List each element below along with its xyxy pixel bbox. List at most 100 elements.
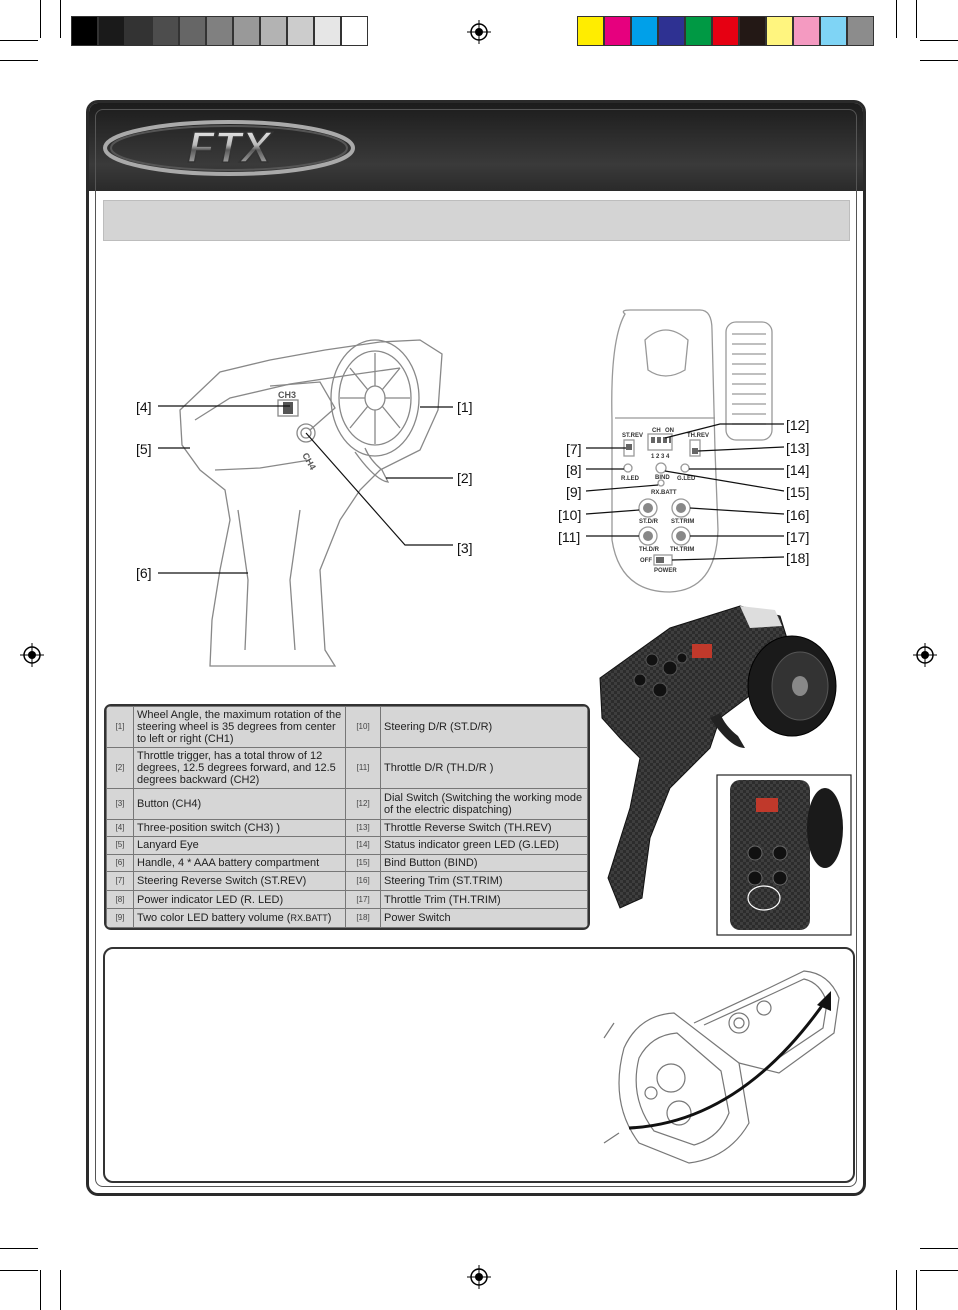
cell-text: [11] bbox=[356, 762, 370, 772]
callout-17: [17] bbox=[786, 529, 810, 545]
color-swatch bbox=[604, 16, 631, 46]
item-number-cell: [2] bbox=[106, 747, 134, 789]
registration-mark-icon bbox=[467, 20, 491, 44]
ftx-logo: FTX bbox=[103, 120, 355, 176]
callout-2: [2] bbox=[457, 470, 473, 486]
color-swatch bbox=[314, 16, 341, 46]
item-number-cell: [3] bbox=[106, 787, 134, 820]
color-swatch bbox=[152, 16, 179, 46]
item-description-cell: Steering D/R (ST.D/R) bbox=[380, 706, 588, 749]
item-number-cell: [16] bbox=[345, 871, 381, 891]
cell-text: Throttle D/R (TH.D/R ) bbox=[384, 761, 494, 774]
svg-text:OFF: OFF bbox=[640, 558, 652, 564]
registration-mark-icon bbox=[467, 1265, 491, 1289]
callout-18: [18] bbox=[786, 550, 810, 566]
item-number-cell: [7] bbox=[106, 871, 134, 891]
cell-text: [14] bbox=[356, 840, 370, 850]
item-description-cell: Power indicator LED (R. LED) bbox=[133, 889, 346, 910]
svg-text:ST.TRIM: ST.TRIM bbox=[671, 519, 694, 525]
cell-text-small: RX.BATT bbox=[290, 913, 328, 924]
item-description-cell: Throttle Trim (TH.TRIM) bbox=[380, 889, 588, 910]
cell-text: Three-position switch (CH3) ) bbox=[137, 821, 281, 834]
registration-mark-icon bbox=[20, 643, 44, 667]
item-description-cell: Throttle Reverse Switch (TH.REV) bbox=[380, 818, 588, 838]
cell-text: Handle, 4 * AAA battery compartment bbox=[137, 856, 320, 869]
color-swatch bbox=[658, 16, 685, 46]
color-swatch bbox=[206, 16, 233, 46]
callout-14: [14] bbox=[786, 462, 810, 478]
callout-4: [4] bbox=[136, 399, 152, 415]
table-row: [2] Throttle trigger, has a total throw o… bbox=[106, 747, 588, 789]
cell-text: Lanyard Eye bbox=[137, 839, 199, 852]
item-number-cell: [9] bbox=[106, 908, 134, 928]
cell-text: [3] bbox=[115, 798, 125, 808]
svg-text:R.LED: R.LED bbox=[621, 476, 640, 482]
cell-text: Steering D/R (ST.D/R) bbox=[384, 721, 493, 734]
item-number-cell: [4] bbox=[106, 818, 134, 838]
item-description-cell: Wheel Angle, the maximum rotation of the… bbox=[133, 706, 346, 749]
grayscale-color-bar bbox=[71, 16, 368, 46]
color-swatch bbox=[712, 16, 739, 46]
color-swatch bbox=[793, 16, 820, 46]
item-description-cell: Steering Reverse Switch (ST.REV) bbox=[133, 871, 346, 891]
registration-mark-icon bbox=[913, 643, 937, 667]
color-swatch bbox=[820, 16, 847, 46]
item-number-cell: [15] bbox=[345, 853, 381, 873]
item-number-cell: [5] bbox=[106, 836, 134, 855]
item-number-cell: [14] bbox=[345, 836, 381, 855]
item-description-cell: Throttle D/R (TH.D/R ) bbox=[380, 747, 588, 789]
svg-text:1 2 3 4: 1 2 3 4 bbox=[651, 454, 670, 460]
callout-10: [10] bbox=[558, 507, 582, 523]
color-swatch bbox=[233, 16, 260, 46]
color-swatch bbox=[71, 16, 98, 46]
item-description-cell: Steering Trim (ST.TRIM) bbox=[380, 871, 588, 891]
svg-text:TH.D/R: TH.D/R bbox=[639, 547, 660, 553]
ch3-switch-knob bbox=[283, 402, 293, 414]
header-band: FTX bbox=[89, 103, 863, 191]
cell-text: Status indicator green LED (G.LED) bbox=[384, 839, 559, 852]
color-swatch bbox=[179, 16, 206, 46]
item-description-cell: Dial Switch (Switching the working mode … bbox=[380, 787, 588, 820]
table-row: [5] Lanyard Eye [14] Status indicator green… bbox=[106, 836, 588, 855]
item-number-cell: [6] bbox=[106, 853, 134, 873]
cell-text: [5] bbox=[115, 840, 125, 850]
cell-text: [16] bbox=[356, 875, 370, 885]
callout-1: [1] bbox=[457, 399, 473, 415]
callout-11: [11] bbox=[558, 529, 581, 545]
transmitter-photo bbox=[599, 605, 852, 936]
cell-text: [12] bbox=[356, 798, 370, 808]
battery-cover-section bbox=[103, 947, 855, 1183]
item-description-cell: Throttle trigger, has a total throw of 1… bbox=[133, 747, 346, 789]
process-color-bar bbox=[577, 16, 874, 46]
svg-text:POWER: POWER bbox=[654, 568, 677, 574]
color-swatch bbox=[631, 16, 658, 46]
callout-7: [7] bbox=[566, 441, 582, 457]
callout-3: [3] bbox=[457, 540, 473, 556]
item-number-cell: [1] bbox=[106, 706, 134, 749]
item-number-cell: [17] bbox=[345, 889, 381, 910]
svg-text:ST.REV: ST.REV bbox=[622, 433, 643, 439]
transmitter-top-diagram: ST.REV TH.REV CH 1 2 3 4 ON R.LED BIND G… bbox=[585, 309, 785, 593]
cell-text: [2] bbox=[115, 762, 125, 772]
section-title-bar bbox=[103, 200, 850, 241]
color-swatch bbox=[847, 16, 874, 46]
callout-13: [13] bbox=[786, 440, 810, 456]
svg-text:CH: CH bbox=[652, 428, 661, 434]
svg-text:RX.BATT: RX.BATT bbox=[651, 490, 677, 496]
callout-9: [9] bbox=[566, 484, 582, 500]
color-swatch bbox=[577, 16, 604, 46]
item-description-cell: Button (CH4) bbox=[133, 787, 346, 820]
svg-text:G.LED: G.LED bbox=[677, 476, 696, 482]
item-number-cell: [18] bbox=[345, 908, 381, 928]
color-swatch bbox=[287, 16, 314, 46]
item-description-cell: Bind Button (BIND) bbox=[380, 853, 588, 873]
cell-text: [17] bbox=[356, 894, 370, 904]
item-number-cell: [11] bbox=[345, 747, 381, 789]
cell-text: Dial Switch (Switching the working mode … bbox=[384, 791, 583, 816]
callout-16: [16] bbox=[786, 507, 810, 523]
cell-text: Throttle trigger, has a total throw of 1… bbox=[137, 749, 336, 786]
cell-text: [8] bbox=[115, 894, 125, 904]
cell-text: [9] bbox=[115, 913, 125, 923]
item-number-cell: [8] bbox=[106, 889, 134, 910]
cell-text: [6] bbox=[115, 857, 125, 867]
